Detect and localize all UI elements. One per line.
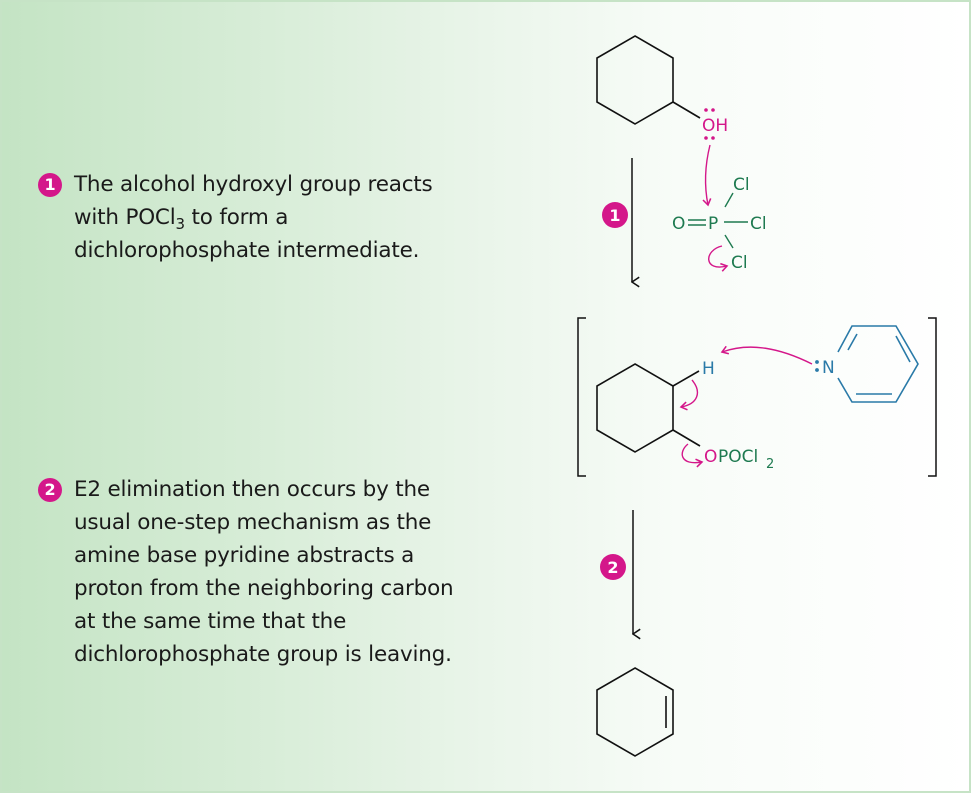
svg-text:2: 2 bbox=[766, 457, 774, 472]
base-attack-arrow bbox=[720, 345, 813, 365]
pocl3-reagent: O P Cl Cl Cl bbox=[672, 175, 767, 273]
svg-text:2: 2 bbox=[607, 558, 618, 577]
svg-text:1: 1 bbox=[609, 206, 620, 225]
step-1-description: 1 The alcohol hydroxyl group reacts with… bbox=[38, 168, 504, 267]
svg-text:O: O bbox=[704, 447, 717, 467]
step-2-description: 2 E2 elimination then occurs by the usua… bbox=[38, 473, 504, 671]
svg-text:OH: OH bbox=[702, 116, 728, 136]
cl-leaving-arrow bbox=[708, 245, 729, 272]
step-1-subscript: 3 bbox=[175, 215, 186, 233]
step-1-text: The alcohol hydroxyl group reacts with P… bbox=[74, 172, 433, 230]
intermediate-cyclohexane bbox=[596, 363, 701, 453]
step-1-badge: 1 bbox=[38, 173, 62, 197]
left-bracket bbox=[577, 317, 586, 477]
cyclohexene-product bbox=[596, 667, 674, 757]
cyclohexanol-structure bbox=[596, 35, 701, 125]
ch-bond-arrow bbox=[679, 379, 699, 411]
svg-text:Cl: Cl bbox=[731, 253, 748, 273]
pyridine-nitrogen: N bbox=[822, 358, 835, 378]
svg-text:Cl: Cl bbox=[733, 175, 750, 195]
svg-text:P: P bbox=[708, 214, 718, 234]
svg-text:O: O bbox=[672, 214, 685, 234]
opocl2-leaving-group: O POCl 2 bbox=[704, 447, 774, 472]
svg-text:Cl: Cl bbox=[750, 214, 767, 234]
oh-attack-arrow bbox=[702, 144, 712, 207]
pyridine-structure bbox=[837, 325, 919, 403]
arrow-2-badge bbox=[600, 554, 626, 580]
right-bracket bbox=[928, 317, 937, 477]
hydroxyl-group: OH bbox=[702, 108, 728, 140]
beta-hydrogen: H bbox=[702, 359, 715, 379]
co-bond-arrow bbox=[681, 443, 704, 468]
svg-text:POCl: POCl bbox=[718, 447, 758, 467]
step-2-badge: 2 bbox=[38, 478, 62, 502]
step-1-text-end: to form a dichlorophosphate intermediate… bbox=[74, 205, 420, 263]
arrow-1-badge bbox=[602, 202, 628, 228]
step-2-text: E2 elimination then occurs by the usual … bbox=[74, 477, 454, 667]
